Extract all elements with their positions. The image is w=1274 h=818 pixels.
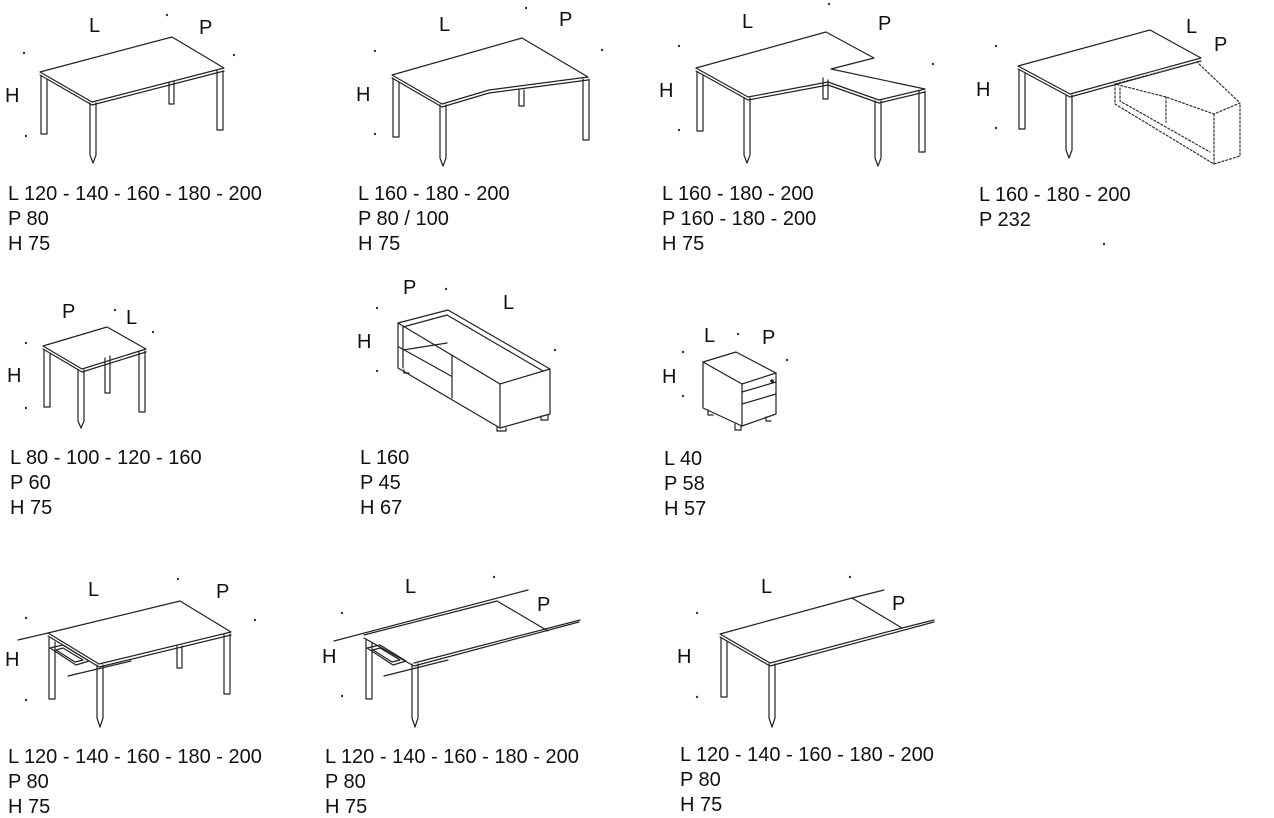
drawing-desk-curved: L P H: [356, 6, 604, 167]
dim-label: P: [559, 9, 572, 31]
spec-depth: P 80: [325, 771, 366, 793]
dim-label: H: [659, 80, 673, 102]
dim-label: L: [405, 576, 416, 598]
dim-label: L: [503, 292, 514, 314]
dim-label: P: [216, 581, 229, 603]
drawing-desk-rect: L P H: [5, 13, 236, 164]
spec-height: H 75: [8, 233, 51, 255]
spec-length: L 160 - 180 - 200: [358, 183, 510, 205]
spec-height: H 75: [325, 796, 368, 818]
spec-bench-c: L 120 - 140 - 160 - 180 - 200 P 80 H 75: [680, 743, 934, 818]
dim-label: P: [403, 277, 416, 299]
dim-label: H: [7, 365, 21, 387]
spec-depth: P 45: [360, 472, 401, 494]
spec-length: L 160 - 180 - 200: [662, 183, 814, 205]
dim-label: P: [892, 593, 905, 615]
dim-label: H: [356, 84, 370, 106]
dim-label: L: [126, 307, 137, 329]
dim-label: P: [762, 327, 775, 349]
spec-pedestal: L 40 P 58 H 57: [664, 447, 706, 522]
spec-bench-b: L 120 - 140 - 160 - 180 - 200 P 80 H 75: [325, 745, 579, 818]
spec-length: L 120 - 140 - 160 - 180 - 200: [8, 183, 262, 205]
spec-bench-a: L 120 - 140 - 160 - 180 - 200 P 80 H 75: [8, 745, 262, 818]
spec-height: H 75: [680, 794, 723, 816]
drawing-desk-corner: L P H: [659, 2, 935, 167]
dim-label: L: [761, 576, 772, 598]
dim-label: H: [662, 366, 676, 388]
spec-height: H 75: [662, 233, 705, 255]
spec-height: H 75: [358, 233, 401, 255]
spec-length: L 160: [360, 447, 410, 469]
spec-desk-cabinet: L 160 - 180 - 200 P 232: [979, 183, 1131, 231]
dim-label: P: [199, 17, 212, 39]
spec-depth: P 80: [8, 208, 49, 230]
spec-length: L 120 - 140 - 160 - 180 - 200: [325, 746, 579, 768]
spec-depth: P 58: [664, 473, 705, 495]
dim-label: L: [1186, 16, 1197, 38]
drawing-pedestal: L P H: [662, 325, 789, 431]
spec-height: H 75: [8, 796, 51, 818]
dim-label: H: [5, 649, 19, 671]
dim-label: L: [742, 11, 753, 33]
spec-depth: P 232: [979, 209, 1031, 231]
spec-length: L 160 - 180 - 200: [979, 184, 1131, 206]
dim-label: L: [89, 15, 100, 37]
dim-label: H: [357, 331, 371, 353]
drawing-desk-cabinet: L P H: [976, 16, 1241, 246]
dim-label: L: [439, 14, 450, 36]
spec-height: H 57: [664, 498, 707, 520]
spec-length: L 80 - 100 - 120 - 160: [10, 447, 202, 469]
dim-label: P: [1214, 34, 1227, 56]
dim-label: P: [537, 594, 550, 616]
spec-depth: P 80: [8, 771, 49, 793]
spec-desk-curved: L 160 - 180 - 200 P 80 / 100 H 75: [358, 182, 510, 257]
dim-label: H: [322, 646, 336, 668]
spec-sideboard: L 160 P 45 H 67: [360, 446, 409, 521]
spec-height: H 67: [360, 497, 403, 519]
spec-depth: P 80 / 100: [358, 208, 449, 230]
spec-desk-rect: L 120 - 140 - 160 - 180 - 200 P 80 H 75: [8, 182, 262, 257]
dim-label: L: [88, 579, 99, 601]
spec-length: L 120 - 140 - 160 - 180 - 200: [8, 746, 262, 768]
spec-depth: P 160 - 180 - 200: [662, 208, 817, 230]
dim-label: P: [878, 13, 891, 35]
drawing-desk-small: P L H: [7, 301, 155, 429]
spec-length: L 120 - 140 - 160 - 180 - 200: [680, 744, 934, 766]
spec-height: H 75: [10, 497, 53, 519]
drawing-bench-c: L P H: [677, 575, 935, 728]
dim-label: H: [677, 646, 691, 668]
drawing-sideboard: P L H: [357, 277, 557, 432]
dim-label: P: [62, 301, 75, 323]
drawing-bench-b: L P H: [322, 575, 581, 728]
spec-desk-small: L 80 - 100 - 120 - 160 P 60 H 75: [10, 446, 202, 521]
drawing-bench-a: L P H: [5, 577, 257, 728]
spec-depth: P 60: [10, 472, 51, 494]
dim-label: H: [5, 85, 19, 107]
dim-label: L: [704, 325, 715, 347]
dim-label: H: [976, 79, 990, 101]
spec-depth: P 80: [680, 769, 721, 791]
spec-desk-corner: L 160 - 180 - 200 P 160 - 180 - 200 H 75: [662, 182, 816, 257]
spec-length: L 40: [664, 448, 703, 470]
